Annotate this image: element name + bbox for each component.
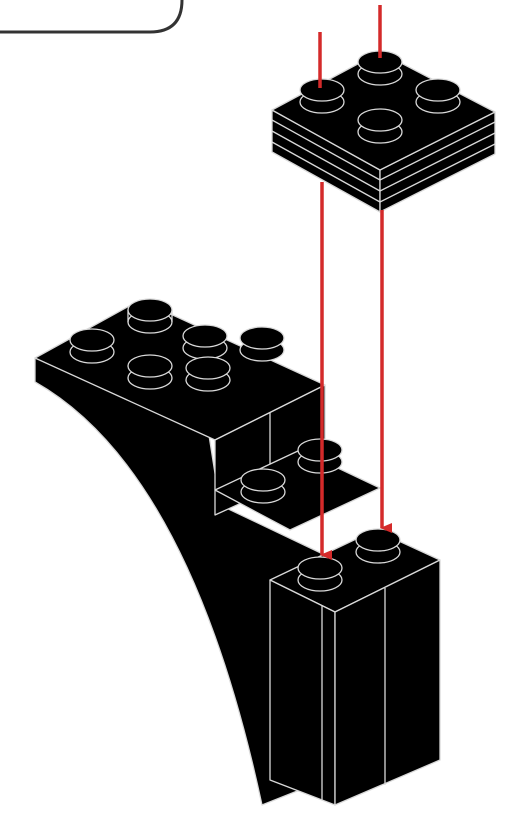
stud [128, 355, 172, 389]
plate-stack [272, 51, 495, 212]
stud [241, 469, 285, 503]
stud [298, 557, 342, 591]
stud [298, 439, 342, 473]
stud [128, 299, 172, 333]
stud [358, 109, 402, 143]
callout-box [0, 0, 182, 32]
stud [356, 529, 400, 563]
base-brick [270, 530, 440, 805]
stud [240, 327, 284, 361]
stud [416, 79, 460, 113]
base-brick-front [270, 580, 335, 805]
stud [183, 325, 227, 359]
stud [70, 329, 114, 363]
stud [300, 79, 344, 113]
stud [186, 357, 230, 391]
